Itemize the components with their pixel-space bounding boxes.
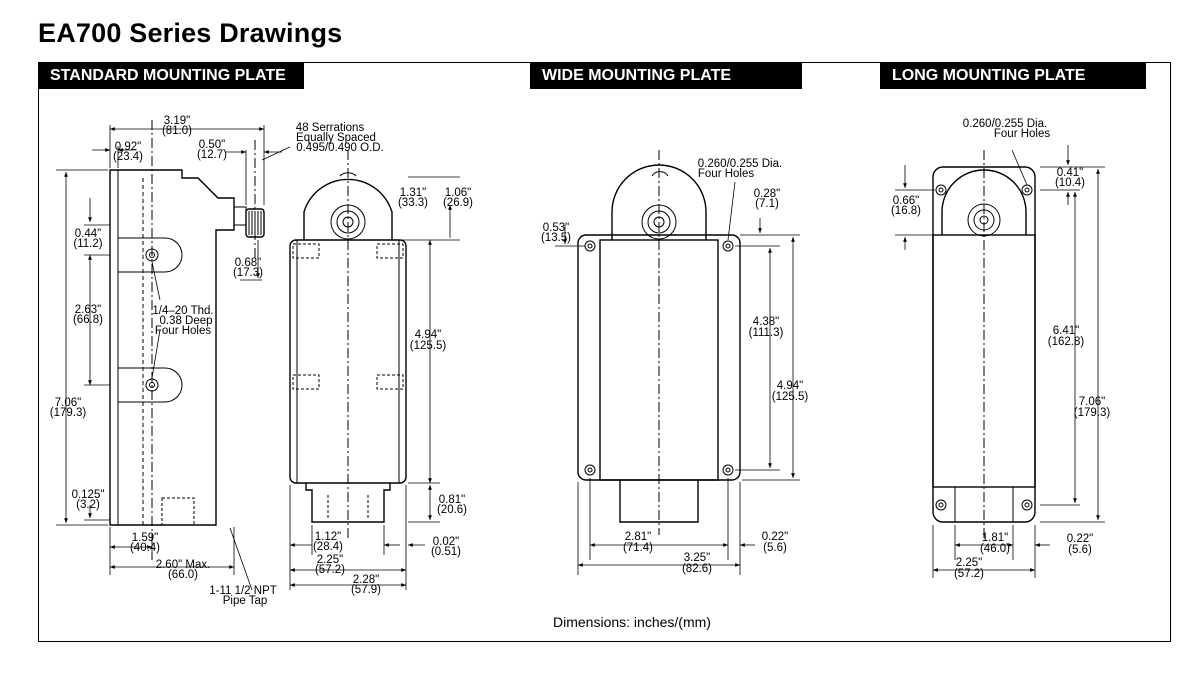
dim-text: 1.81" — [982, 532, 1008, 544]
dim-text: 2.25" — [956, 557, 982, 569]
page-title: EA700 Series Drawings — [38, 18, 343, 48]
dim-text: 0.44" — [75, 228, 101, 240]
dim-text: 1-11 1/2 NPT — [209, 585, 277, 597]
dim-text: 0.28" — [754, 188, 780, 200]
dim-text: Four Holes — [994, 128, 1050, 140]
dim-text: (11.2) — [73, 238, 102, 250]
standard-front-view — [289, 150, 407, 540]
dim-text: 0.53" — [543, 222, 569, 234]
dim-text: (10.4) — [1055, 177, 1085, 189]
dim-text: (82.6) — [682, 563, 712, 575]
dim-text: (66.0) — [168, 569, 198, 581]
dim-text: (71.4) — [623, 542, 653, 554]
dim-text: 0.92" — [115, 141, 141, 153]
dim-text: (16.8) — [891, 205, 921, 217]
dim-text: 2.25" — [317, 554, 343, 566]
dim-text: (125.5) — [410, 340, 447, 352]
dim-text: (26.9) — [443, 197, 473, 209]
dim-text: 2.81" — [625, 531, 651, 543]
dim-text: 0.22" — [1067, 533, 1093, 545]
standard-side-view — [109, 120, 265, 560]
dim-text: 1.31" — [400, 187, 426, 199]
dim-text: 2.28" — [353, 574, 379, 586]
dim-text: (40.4) — [130, 542, 160, 554]
dim-text: 0.260/0.255 Dia. — [963, 118, 1047, 130]
dim-text: (20.6) — [437, 504, 467, 516]
dim-text: (179.3) — [50, 407, 87, 419]
dim-text: 0.66" — [893, 195, 919, 207]
dim-text: 0.125" — [72, 489, 105, 501]
header-standard-mounting-plate: STANDARD MOUNTING PLATE — [38, 63, 304, 89]
dim-text: (111.3) — [749, 327, 784, 339]
dim-text: 0.260/0.255 Dia. — [698, 158, 782, 170]
dim-text: (0.51) — [431, 546, 461, 558]
drawing-frame — [38, 62, 1171, 642]
header-long-mounting-plate: LONG MOUNTING PLATE — [880, 63, 1146, 89]
dim-text: (57.2) — [954, 568, 984, 580]
dim-text: 3.19" — [164, 115, 190, 127]
dim-text: 1.59" — [132, 532, 158, 544]
dim-text: 0.41" — [1057, 167, 1083, 179]
dim-text: (28.4) — [313, 541, 343, 553]
dim-text: (57.2) — [315, 564, 345, 576]
dim-text: (66.8) — [73, 314, 103, 326]
dim-text: 0.22" — [762, 531, 788, 543]
dim-text: 1.06" — [445, 187, 471, 199]
dim-text: 4.94" — [777, 380, 803, 392]
dim-text: (57.9) — [351, 584, 381, 596]
dim-text: 7.06" — [1079, 396, 1105, 408]
dim-text: (17.3) — [233, 267, 263, 279]
dim-text: (5.6) — [1068, 544, 1092, 556]
dim-text: Four Holes — [155, 325, 211, 337]
dim-text: Four Holes — [698, 168, 754, 180]
dim-text: 4.94" — [415, 329, 441, 341]
dim-text: (46.0) — [980, 543, 1010, 555]
dim-text: (13.5) — [541, 232, 571, 244]
dim-text: 2.63" — [75, 304, 101, 316]
dim-text: (7.1) — [755, 198, 779, 210]
dim-text: (179.3) — [1074, 407, 1111, 419]
dim-text: Pipe Tap — [223, 595, 268, 607]
dim-text: 0.02" — [433, 536, 459, 548]
dim-text: 4.38" — [753, 316, 779, 328]
dim-text: 6.41" — [1053, 325, 1079, 337]
dim-text: (23.4) — [113, 151, 143, 163]
dim-text: 1/4–20 Thd. — [152, 305, 213, 317]
dim-text: (33.3) — [398, 197, 428, 209]
dim-text: (3.2) — [76, 499, 100, 511]
dim-text: (5.6) — [763, 542, 787, 554]
dim-text: 0.495/0.490 O.D. — [296, 142, 384, 154]
dimensions-footnote: Dimensions: inches/(mm) — [553, 614, 711, 630]
dim-text: 0.38 Deep — [159, 315, 212, 327]
dim-text: 2.60" Max. — [156, 559, 211, 571]
dim-text: (125.5) — [772, 391, 809, 403]
dim-text: 0.81" — [439, 494, 465, 506]
dim-text: 0.50" — [199, 139, 225, 151]
dim-text: 7.06" — [55, 397, 81, 409]
dim-text: Equally Spaced — [296, 132, 376, 144]
dim-text: (81.0) — [162, 125, 192, 137]
wide-front-view — [577, 150, 741, 535]
header-wide-mounting-plate: WIDE MOUNTING PLATE — [530, 63, 802, 89]
dim-text: 1.12" — [315, 531, 341, 543]
dim-text: 3.25" — [684, 552, 710, 564]
dim-text: (162.8) — [1048, 336, 1085, 348]
long-front-view — [932, 150, 1036, 540]
dim-text: (12.7) — [197, 149, 227, 161]
dim-text: 0.68" — [235, 257, 261, 269]
dim-text: 48 Serrations — [296, 122, 365, 134]
